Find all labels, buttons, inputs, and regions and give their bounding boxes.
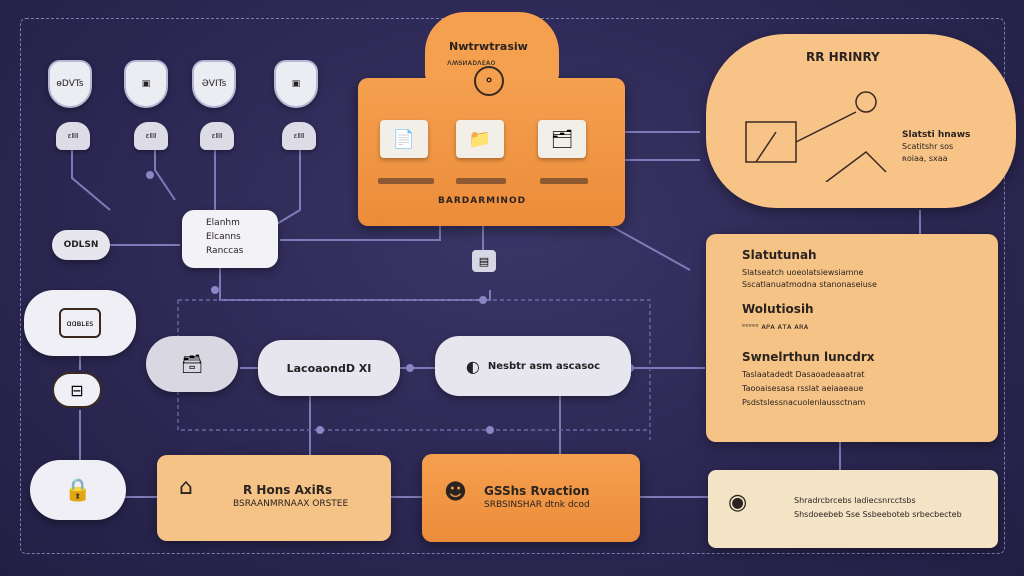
- bottom-center-title: GSShs Rvaction: [484, 484, 590, 498]
- mid-left-pill[interactable]: LacoaondD XI: [258, 340, 400, 396]
- info-section-line: Psdstslessnacuolenlaussctnam: [742, 398, 866, 407]
- elcanhs-line: Elanhm: [206, 218, 240, 228]
- lock-icon: 🔒: [64, 477, 92, 503]
- elcanhs-node[interactable]: Elanhm Elcanns Ranccas: [182, 210, 278, 268]
- info-section-line: Taooaisesasa rsslat aeiaaeaue: [742, 384, 864, 393]
- globe-icon: ◐: [465, 356, 480, 376]
- ghost-cloud-node[interactable]: 🗃: [146, 336, 238, 392]
- mid-center-pill-label: Nesbtr asm ascasoc: [487, 360, 601, 372]
- hub-label: ɛⅡⅡ: [293, 132, 305, 140]
- user-icon: ⚬: [474, 66, 504, 96]
- drive-icon: ⊟: [52, 372, 102, 408]
- bottom-left-panel[interactable]: ⌂ R Hons AxiRs BSRAANMRNAAX ORSTEE: [157, 455, 391, 541]
- right-cloud-caption: ʀoiaa, sxaa: [902, 154, 948, 163]
- shield-node-4[interactable]: ▣: [274, 60, 318, 108]
- right-cloud-title: RR HRINRY: [806, 50, 880, 64]
- left-cloud-label: ɑɑʙʟᴇs: [59, 308, 101, 338]
- lock-cloud-node[interactable]: 🔒: [30, 460, 126, 520]
- hub-label: ɛⅡⅡ: [145, 132, 157, 140]
- hub-node-2[interactable]: ɛⅡⅡ: [134, 122, 168, 150]
- right-info-panel[interactable]: Slatutunah Slatseatch uoeolatsiewsiamne …: [706, 234, 998, 442]
- info-section-line: Slatseatch uoeolatsiewsiamne: [742, 268, 864, 277]
- shield-node-1[interactable]: ɵDVTs: [48, 60, 92, 108]
- info-section-line: Sscatlanuatmodna stanonaseiuse: [742, 280, 877, 289]
- info-section-title: Wolutiosih: [742, 302, 814, 316]
- bottom-right-line: Shradrcbrcebs ladiecsnrcctsbs: [794, 496, 916, 505]
- central-panel-subtitle: ʌʍᵴᴎᴀᴅʌᴇᴀᴏ: [447, 58, 496, 67]
- shield-node-2[interactable]: ▣: [124, 60, 168, 108]
- folder-icon: 📁: [456, 120, 504, 158]
- odlsn-node[interactable]: ODLSN: [52, 230, 110, 260]
- bottom-left-sub: BSRAANMRNAAX ORSTEE: [233, 499, 349, 509]
- bottom-left-title: R Hons AxiRs: [243, 483, 333, 497]
- switch-icon: ▤: [472, 250, 496, 272]
- right-cloud-caption: Slatsti hnaws: [902, 130, 971, 140]
- mid-center-pill[interactable]: ◐ Nesbtr asm ascasoc: [435, 336, 631, 396]
- shield-label: ɵDVTs: [56, 79, 84, 89]
- hub-label: ɛⅡⅡ: [67, 132, 79, 140]
- card-caption-bar: [540, 178, 588, 184]
- bottom-right-line: Shsdoeebeb Sse Ssbeeboteb srbecbecteb: [794, 510, 962, 519]
- card-caption-bar: [456, 178, 506, 184]
- eye-icon: ◉: [728, 490, 748, 515]
- shield-node-3[interactable]: ƏVITs: [192, 60, 236, 108]
- central-panel-title: Nwtrwtrasiw: [449, 40, 528, 53]
- info-section-line: Taslaatadedt Dasaoadeaaatrat: [742, 370, 865, 379]
- bottom-center-sub: SRBSINSHAR dtnk dcod: [484, 500, 590, 510]
- hub-node-3[interactable]: ɛⅡⅡ: [200, 122, 234, 150]
- hub-node-1[interactable]: ɛⅡⅡ: [56, 122, 90, 150]
- central-panel-footer: BARDARMINOD: [438, 196, 527, 206]
- hub-node-4[interactable]: ɛⅡⅡ: [282, 122, 316, 150]
- file-icon: 🗂: [538, 120, 586, 158]
- bottom-center-panel[interactable]: ☻ GSShs Rvaction SRBSINSHAR dtnk dcod: [422, 454, 640, 542]
- right-cloud-panel[interactable]: RR HRINRY Slatsti hnaws Scatitshr sos ʀo…: [706, 34, 1016, 208]
- lock-icon: 🗃: [180, 353, 204, 375]
- shield-label: ƏVITs: [201, 79, 227, 89]
- shield-label: ▣: [291, 79, 301, 89]
- central-service-panel[interactable]: 📄 📁 🗂 BARDARMINOD: [358, 78, 625, 226]
- home-icon: ⌂: [179, 475, 193, 500]
- sketch-illustration: [745, 91, 887, 182]
- left-cloud-node[interactable]: ɑɑʙʟᴇs: [24, 290, 136, 356]
- info-section-title: Swnelrthun luncdrx: [742, 350, 875, 364]
- card-caption-bar: [378, 178, 434, 184]
- user-icon: ☻: [444, 480, 467, 505]
- info-section-title: Slatutunah: [742, 248, 817, 262]
- elcanhs-line: Elcanns: [206, 232, 241, 242]
- elcanhs-line: Ranccas: [206, 246, 244, 256]
- mid-left-pill-label: LacoaondD XI: [286, 361, 372, 375]
- bottom-right-panel[interactable]: ◉ Shradrcbrcebs ladiecsnrcctsbs Shsdoeeb…: [708, 470, 998, 548]
- right-cloud-caption: Scatitshr sos: [902, 142, 954, 151]
- document-icon: 📄: [380, 120, 428, 158]
- info-section-line: ᵉᵉᵉᵉᵉ ᴀᴘᴀ ᴀᴛᴀ ᴀʀᴀ: [742, 322, 809, 331]
- shield-label: ▣: [141, 79, 151, 89]
- odlsn-label: ODLSN: [63, 240, 99, 250]
- hub-label: ɛⅡⅡ: [211, 132, 223, 140]
